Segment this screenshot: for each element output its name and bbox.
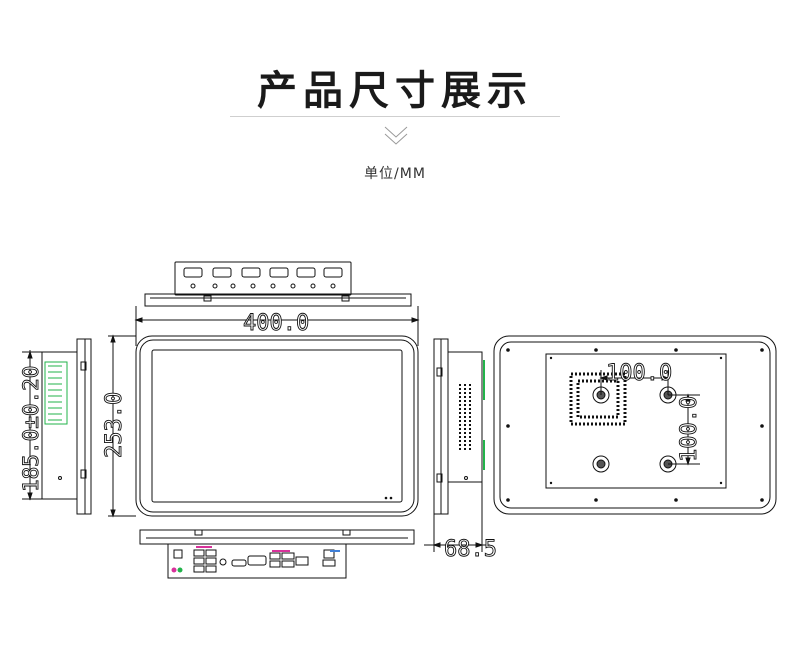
vesa-horizontal-label: 100.0 [606,361,672,386]
vent-holes [459,384,471,450]
depth-dimension-label: 68.5 [444,537,497,562]
io-ports [171,546,340,573]
cutout-height-dimension [22,350,42,501]
right-side-view [433,338,485,515]
back-view [493,335,777,515]
width-dimension [134,306,420,346]
unit-label: 单位/MM [364,166,426,182]
front-view [135,335,419,517]
vesa-mount-holes [592,386,677,473]
chevron-down-icon [384,126,408,145]
top-view-ports [183,267,343,289]
width-dimension-label: 400.0 [243,311,309,336]
depth-dimension [424,482,490,552]
back-vent-grid [569,372,627,426]
vesa-vertical-label: 100.0 [677,396,702,462]
cutout-height-dimension-label: 185.0±0.20 [19,366,43,492]
left-side-view [41,338,92,515]
title-divider [230,116,560,117]
page-title: 产品尺寸展示 [257,68,533,114]
bottom-io-view [139,529,415,579]
top-view [144,261,412,307]
front-height-dimension [108,334,136,518]
front-height-dimension-label: 253.0 [102,392,127,458]
